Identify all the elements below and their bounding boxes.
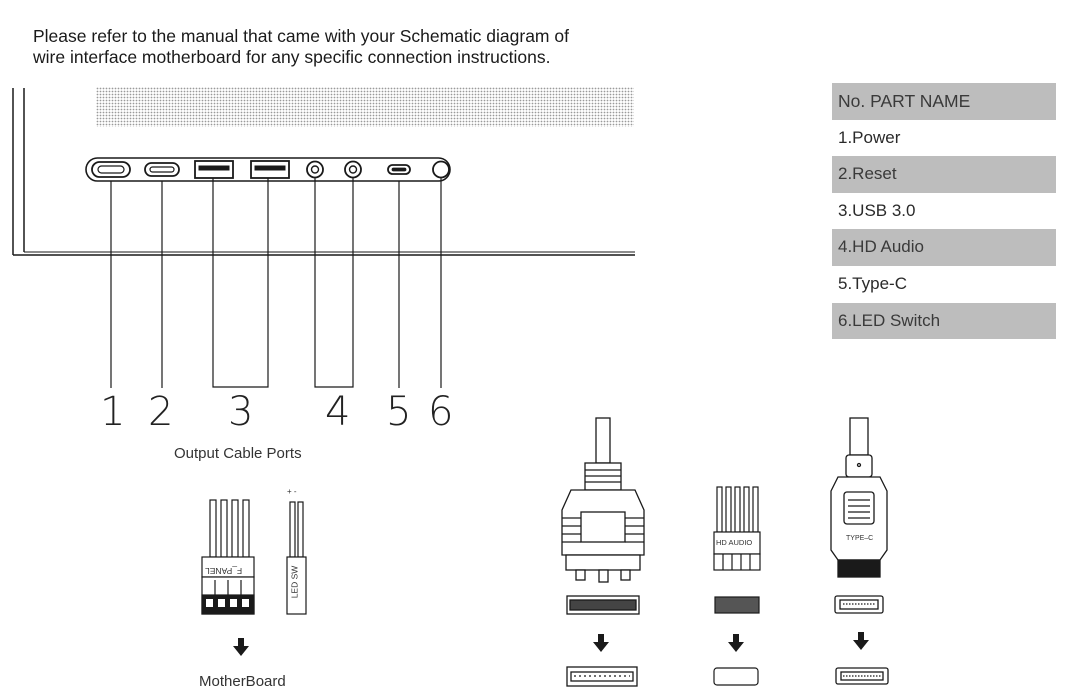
f-panel-label: F_PANEL xyxy=(205,566,243,576)
port-strip xyxy=(85,157,451,182)
parts-row-usb: 3.USB 3.0 xyxy=(838,200,916,220)
led-sw-connector xyxy=(286,501,307,615)
port-number-6: 6 xyxy=(428,389,454,435)
usb3-connector xyxy=(561,417,645,687)
down-arrow-icon xyxy=(233,638,249,656)
port-number-2: 2 xyxy=(148,389,174,435)
led-sw-polarity: + - xyxy=(287,487,297,496)
parts-table: No. PART NAME 1.Power 2.Reset 3.USB 3.0 … xyxy=(832,83,1056,340)
intro-line-2: wire interface motherboard for any speci… xyxy=(33,47,551,67)
parts-row-power: 1.Power xyxy=(838,127,901,147)
motherboard-caption: MotherBoard xyxy=(199,673,286,690)
parts-table-header: No. PART NAME xyxy=(832,83,1056,120)
intro-line-1: Please refer to the manual that came wit… xyxy=(33,26,569,46)
type-c-label: TYPE–C xyxy=(846,535,874,542)
leader-lines xyxy=(110,178,442,388)
port-number-3: 3 xyxy=(228,389,254,435)
ventilation-mesh xyxy=(96,87,634,127)
hd-audio-label: HD AUDIO xyxy=(716,538,753,547)
type-c-connector xyxy=(830,417,889,685)
parts-row-hd-audio: 4.HD Audio xyxy=(832,229,1056,266)
hd-audio-connector xyxy=(713,486,761,686)
down-arrow-icon xyxy=(853,632,869,650)
down-arrow-icon xyxy=(728,634,744,652)
parts-row-reset: 2.Reset xyxy=(832,156,1056,193)
case-outline xyxy=(12,88,635,256)
led-sw-label: LED SW xyxy=(289,565,300,599)
parts-row-led-switch: 6.LED Switch xyxy=(832,302,1056,340)
port-number-5: 5 xyxy=(386,389,412,435)
f-panel-connector xyxy=(201,499,255,615)
output-ports-caption: Output Cable Ports xyxy=(174,445,302,462)
port-number-1: 1 xyxy=(100,389,126,435)
port-6-led-switch xyxy=(432,160,450,179)
parts-row-type-c: 5.Type-C xyxy=(838,273,907,293)
port-number-4: 4 xyxy=(325,389,351,435)
intro-text: Please refer to the manual that came wit… xyxy=(33,26,673,68)
down-arrow-icon xyxy=(593,634,609,652)
